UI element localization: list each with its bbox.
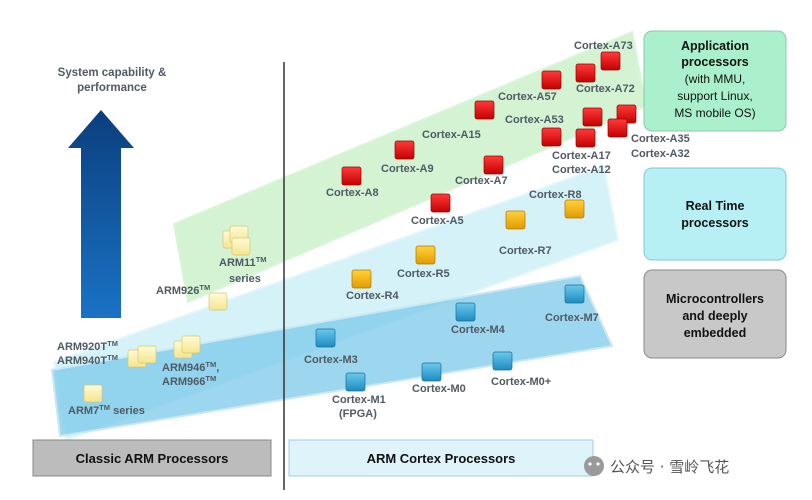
chip-cortex-a17 [541, 127, 562, 147]
label-cortex-r5: Cortex-R5 [397, 268, 450, 280]
label-cortex-m7: Cortex-M7 [545, 312, 599, 324]
label-cortex-a9: Cortex-A9 [381, 163, 434, 175]
capability-arrow [68, 110, 134, 318]
chip-arm946-b [181, 335, 201, 354]
classic-footer-label: Classic ARM Processors [76, 451, 229, 466]
chip-arm11-c [231, 237, 251, 256]
label-cortex-a5: Cortex-A5 [411, 215, 464, 227]
chip-cortex-a5 [430, 193, 451, 213]
chip-cortex-r7 [505, 210, 526, 230]
label-cortex-a73: Cortex-A73 [574, 40, 633, 52]
micro-line1: Microcontrollers [666, 292, 764, 306]
label-cortex-m1: Cortex-M1 [332, 394, 386, 406]
axis-label-line2: performance [77, 82, 147, 94]
microcontroller-box: Microcontrollers and deeply embedded [643, 269, 787, 359]
label-arm926: ARM926TM [156, 283, 210, 297]
chip-cortex-r5 [415, 245, 436, 265]
label-arm966: ARM966TM [162, 374, 216, 388]
cortex-footer-label: ARM Cortex Processors [367, 451, 516, 466]
label-cortex-m4: Cortex-M4 [451, 324, 506, 336]
chip-cortex-a9 [394, 140, 415, 160]
chip-arm920-b [137, 345, 157, 364]
chip-cortex-r4 [351, 269, 372, 289]
label-arm7: ARM7TM series [68, 403, 145, 417]
label-cortex-a17: Cortex-A17 [552, 150, 611, 162]
label-arm946: ARM946TM, [162, 360, 219, 374]
application-line1: Application [681, 39, 749, 53]
chip-cortex-a72 [575, 63, 596, 83]
cortex-footer: ARM Cortex Processors [288, 439, 594, 477]
micro-line3: embedded [684, 326, 747, 340]
chip-cortex-a8 [341, 166, 362, 186]
label-cortex-m3: Cortex-M3 [304, 354, 358, 366]
label-cortex-m1-fpga: (FPGA) [339, 408, 377, 420]
label-cortex-m0: Cortex-M0 [412, 383, 466, 395]
label-cortex-a12: Cortex-A12 [552, 164, 611, 176]
application-line3: (with MMU, [685, 72, 746, 86]
application-line2: processors [681, 55, 748, 69]
chip-cortex-a73 [600, 51, 621, 71]
classic-chips [83, 225, 251, 403]
chip-cortex-m0 [421, 362, 442, 382]
realtime-line2: processors [681, 216, 748, 230]
watermark: 公众号 · 雪岭飞花 [584, 456, 729, 476]
label-cortex-a32: Cortex-A32 [631, 148, 690, 160]
cortex-a-chips [341, 51, 637, 213]
chip-cortex-a12 [575, 128, 596, 148]
label-cortex-a57: Cortex-A57 [498, 91, 557, 103]
chip-cortex-a32 [607, 118, 628, 138]
chip-cortex-a57 [541, 70, 562, 90]
label-cortex-a53: Cortex-A53 [505, 114, 564, 126]
chip-arm926 [208, 292, 228, 311]
label-cortex-a7: Cortex-A7 [455, 175, 508, 187]
label-arm920t: ARM920TTM [57, 339, 118, 353]
chip-cortex-m7 [564, 284, 585, 304]
chip-cortex-a15 [474, 100, 495, 120]
application-line4: support Linux, [677, 89, 752, 103]
chip-cortex-a53 [582, 107, 603, 127]
label-cortex-a8: Cortex-A8 [326, 187, 379, 199]
axis-label-line1: System capability & [58, 67, 167, 79]
label-cortex-a15: Cortex-A15 [422, 129, 481, 141]
label-arm11: ARM11TM [219, 255, 267, 269]
label-cortex-m0plus: Cortex-M0+ [491, 376, 551, 388]
label-cortex-r8: Cortex-R8 [529, 189, 582, 201]
label-cortex-r4: Cortex-R4 [346, 290, 399, 302]
label-arm11-series: series [229, 273, 261, 285]
application-line5: MS mobile OS) [674, 106, 755, 120]
chip-cortex-m3 [315, 328, 336, 348]
micro-line2: and deeply [682, 309, 747, 323]
label-arm940t: ARM940TTM [57, 353, 118, 367]
realtime-processors-box: Real Time processors [643, 167, 787, 261]
chip-cortex-m0plus [492, 351, 513, 371]
wechat-icon [584, 456, 604, 476]
classic-footer: Classic ARM Processors [32, 439, 272, 477]
chip-cortex-r8 [564, 199, 585, 219]
chip-arm7 [83, 384, 103, 403]
chip-cortex-m1 [345, 372, 366, 392]
label-cortex-a72: Cortex-A72 [576, 83, 635, 95]
cortex-m-chips [315, 284, 585, 392]
chip-cortex-a7 [483, 155, 504, 175]
label-cortex-a35: Cortex-A35 [631, 133, 690, 145]
cortex-r-chips [351, 199, 585, 289]
watermark-text: 公众号 · 雪岭飞花 [610, 458, 729, 476]
realtime-line1: Real Time [686, 199, 745, 213]
chip-cortex-m4 [455, 302, 476, 322]
label-cortex-r7: Cortex-R7 [499, 245, 552, 257]
application-processors-box: Application processors (with MMU, suppor… [643, 30, 787, 132]
